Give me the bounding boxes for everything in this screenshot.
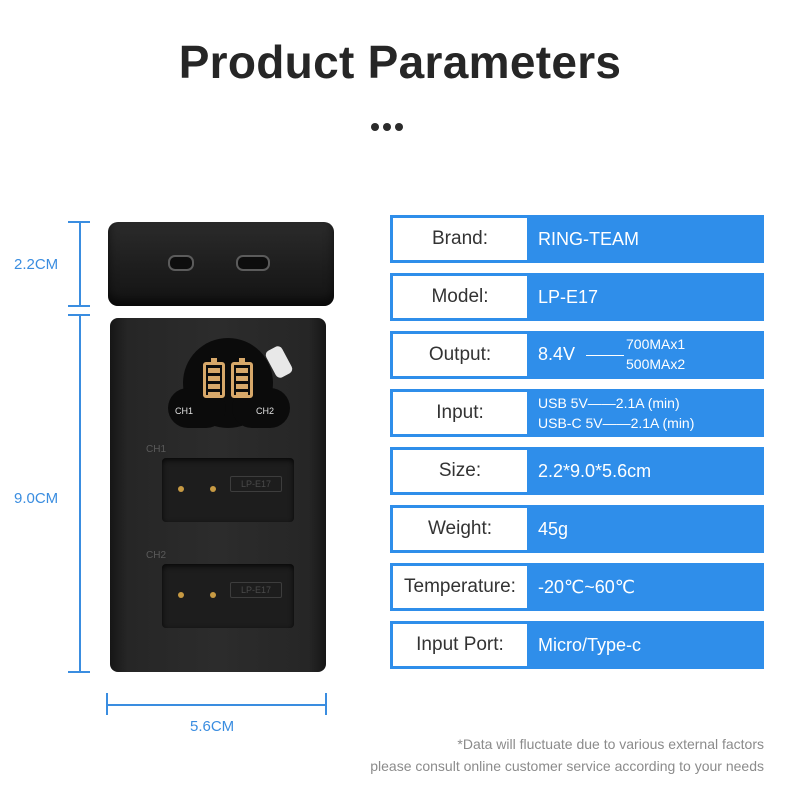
dimension-label-top-height: 2.2CM: [14, 256, 59, 273]
usb-c-port: [236, 255, 270, 271]
spec-label-model: Model:: [393, 276, 527, 318]
spec-label-output: Output:: [393, 334, 527, 376]
spec-row-size: Size: 2.2*9.0*5.6cm: [390, 447, 764, 495]
disclaimer-line-2: please consult online customer service a…: [370, 758, 764, 774]
spec-label-input: Input:: [393, 392, 527, 434]
spec-row-model: Model: LP-E17: [390, 273, 764, 321]
spec-value-input-line2: USB-C 5V——2.1A (min): [538, 415, 695, 431]
page-title: Product Parameters: [178, 36, 622, 88]
slot-ch1-label: CH1: [146, 444, 167, 455]
dimension-label-width: 5.6CM: [190, 718, 235, 735]
slot-ch1-emboss: LP-E17: [230, 476, 282, 492]
spec-value-size: 2.2*9.0*5.6cm: [538, 460, 652, 481]
battery-slot-ch2: LP-E17: [162, 564, 294, 628]
battery-ch1-icon: [203, 358, 225, 398]
micro-usb-port: [168, 255, 194, 271]
spec-label-brand: Brand:: [393, 218, 527, 260]
spec-value-output-line2: 500MAx2: [626, 356, 686, 372]
spec-value-model: LP-E17: [538, 286, 599, 307]
output-connector-line: [586, 355, 624, 356]
spec-value-input-line1: USB 5V——2.1A (min): [538, 395, 680, 411]
disclaimer-line-1: *Data will fluctuate due to various exte…: [457, 736, 764, 752]
lcd-ch2-label: CH2: [256, 406, 275, 416]
charger-top-view: [108, 222, 334, 306]
spec-row-temperature: Temperature: -20℃~60℃: [390, 563, 764, 611]
spec-row-brand: Brand: RING-TEAM: [390, 215, 764, 263]
dimension-label-body-height: 9.0CM: [14, 490, 59, 507]
spec-value-output-line1: 700MAx1: [626, 336, 686, 352]
slot-ch2-label: CH2: [146, 550, 167, 561]
battery-ch2-icon: [231, 358, 253, 398]
battery-slot-ch1: LP-E17: [162, 458, 294, 522]
spec-label-input-port: Input Port:: [393, 624, 527, 666]
spec-label-weight: Weight:: [393, 508, 527, 550]
charger-front-view: CH1 CH2 CH1 LP-E17 CH2 LP-E17: [110, 318, 326, 672]
spec-value-brand: RING-TEAM: [538, 228, 639, 249]
spec-row-input-port: Input Port: Micro/Type-c: [390, 621, 764, 669]
spec-row-input: Input: USB 5V——2.1A (min) USB-C 5V——2.1A…: [390, 389, 764, 437]
ellipsis-icon: [371, 118, 407, 136]
spec-label-temperature: Temperature:: [393, 566, 527, 608]
spec-value-output-voltage: 8.4V: [538, 344, 576, 364]
spec-value-weight: 45g: [538, 518, 569, 539]
spec-row-weight: Weight: 45g: [390, 505, 764, 553]
spec-row-output: Output: 8.4V 700MAx1 500MAx2: [390, 331, 764, 379]
spec-value-input-port: Micro/Type-c: [538, 634, 642, 655]
spec-value-temperature: -20℃~60℃: [538, 576, 635, 597]
spec-label-size: Size:: [393, 450, 527, 492]
lcd-ch1-label: CH1: [175, 406, 194, 416]
slot-ch2-emboss: LP-E17: [230, 582, 282, 598]
